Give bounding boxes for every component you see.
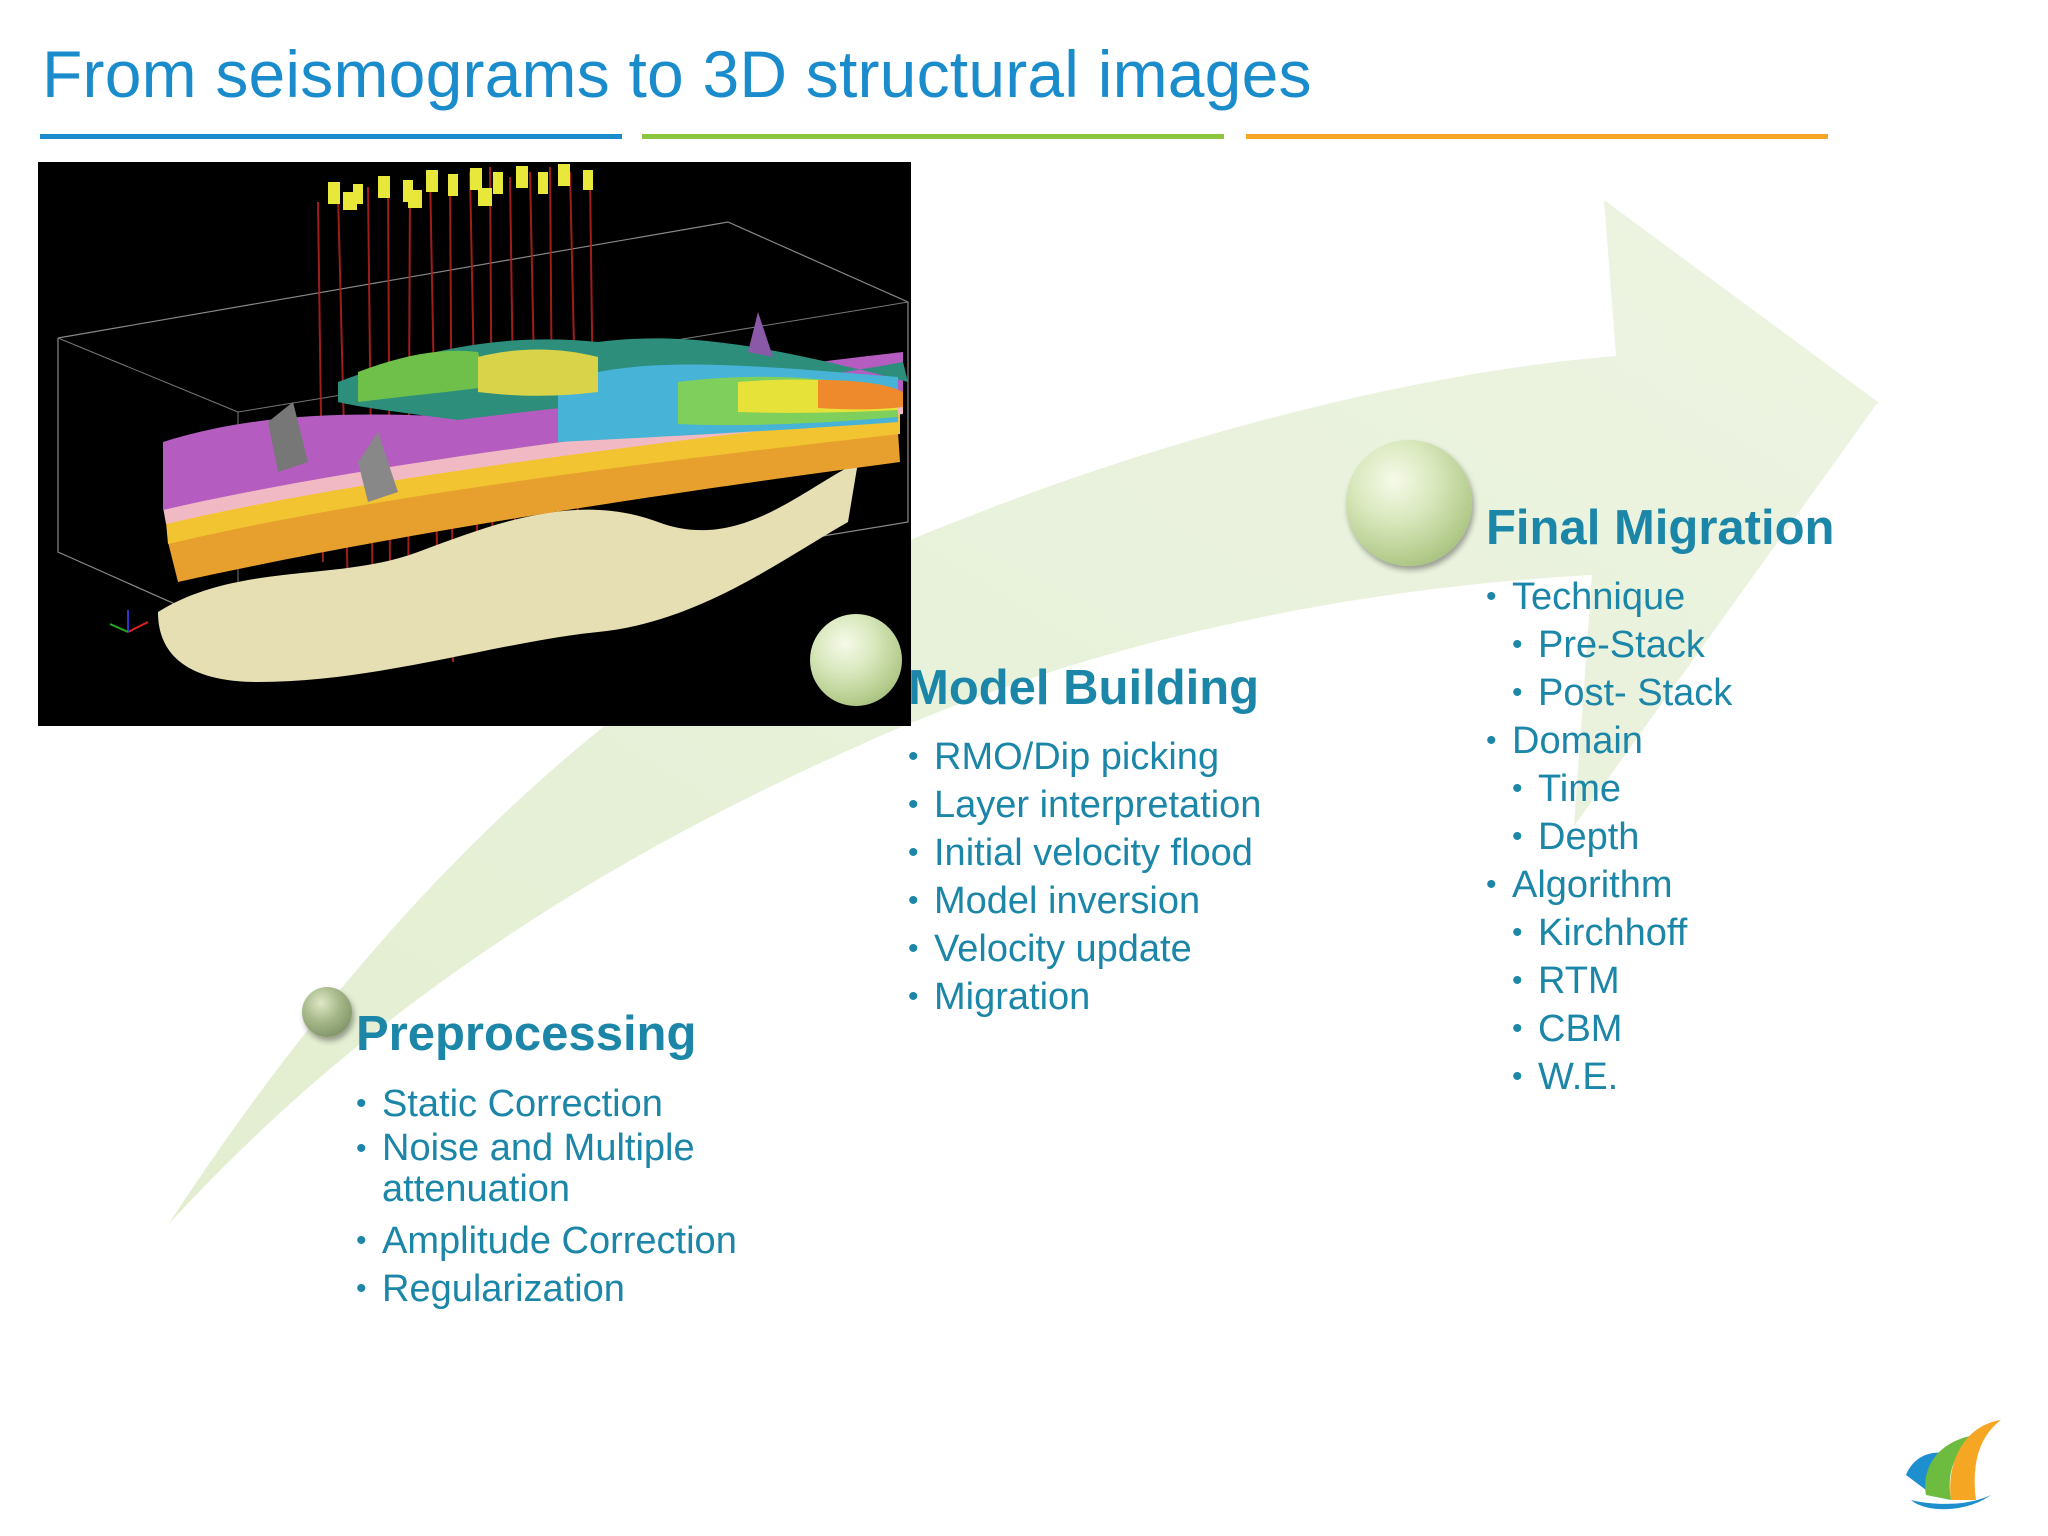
list-item: Technique xyxy=(1486,573,1906,621)
list-item: Layer interpretation xyxy=(908,781,1348,829)
list-item: Regularization xyxy=(356,1265,786,1313)
list-item: CBM xyxy=(1512,1005,1906,1053)
stage-final-migration-title: Final Migration xyxy=(1486,501,1835,555)
list-item: RMO/Dip picking xyxy=(908,733,1348,781)
list-item: Amplitude Correction xyxy=(356,1217,786,1265)
list-item: Model inversion xyxy=(908,877,1348,925)
list-item: Kirchhoff xyxy=(1512,909,1906,957)
title-rule-blue xyxy=(40,134,622,139)
list-item: Time xyxy=(1512,765,1906,813)
list-item: RTM xyxy=(1512,957,1906,1005)
stage-model-building-list: RMO/Dip picking Layer interpretation Ini… xyxy=(908,733,1348,1021)
stage-model-building-title: Model Building xyxy=(908,661,1260,715)
stage-preprocessing-title: Preprocessing xyxy=(356,1007,697,1061)
list-item: Velocity update xyxy=(908,925,1348,973)
list-item: Algorithm xyxy=(1486,861,1906,909)
list-item: Post- Stack xyxy=(1512,669,1906,717)
list-item: Domain xyxy=(1486,717,1906,765)
title-rule-green xyxy=(642,134,1224,139)
list-item: Pre-Stack xyxy=(1512,621,1906,669)
stage-preprocessing-marker xyxy=(302,987,352,1037)
stage-final-migration-list: Technique Pre-Stack Post- Stack Domain T… xyxy=(1486,573,1906,1101)
page-title: From seismograms to 3D structural images xyxy=(42,37,1312,111)
stage-final-migration-marker xyxy=(1346,440,1472,566)
seismic-3d-image xyxy=(38,162,911,726)
list-item: W.E. xyxy=(1512,1053,1906,1101)
list-item: Noise and Multiple attenuation xyxy=(356,1128,732,1210)
stage-model-building-marker xyxy=(810,614,902,706)
list-item: Initial velocity flood xyxy=(908,829,1348,877)
list-item: Migration xyxy=(908,973,1348,1021)
list-item: Depth xyxy=(1512,813,1906,861)
title-rule-orange xyxy=(1246,134,1828,139)
stage-preprocessing-list: Static Correction Noise and Multiple att… xyxy=(356,1080,786,1313)
company-logo-icon xyxy=(1906,1420,2001,1510)
list-item: Static Correction xyxy=(356,1080,786,1128)
